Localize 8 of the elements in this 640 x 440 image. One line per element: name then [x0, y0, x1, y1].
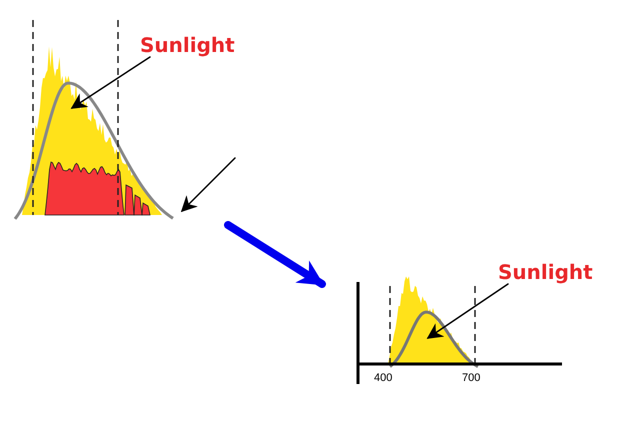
callout-label: Sunlight	[498, 260, 593, 284]
axis-tick-label: 400	[374, 372, 392, 384]
leader-line	[426, 283, 509, 339]
leader-line	[70, 56, 151, 109]
arrow	[180, 157, 236, 212]
callout-label: Sunlight	[140, 33, 235, 57]
arrow	[224, 221, 326, 288]
axis-tick-label: 700	[462, 372, 480, 384]
